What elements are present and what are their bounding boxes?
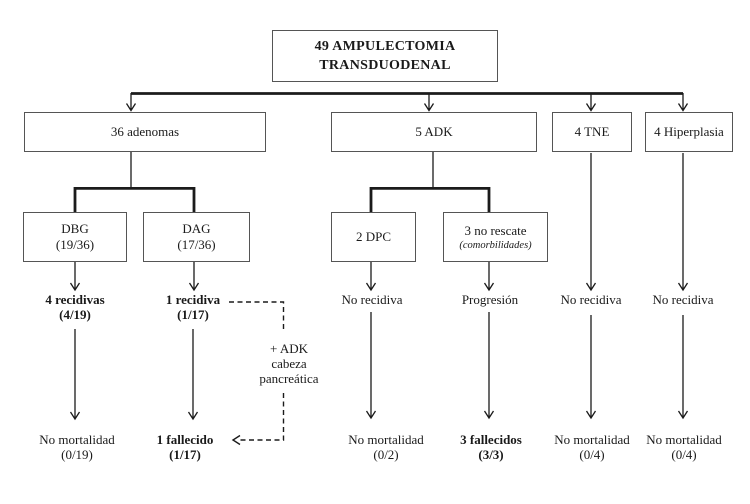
outcome-line: No mortalidad [646,432,722,447]
arrow-norecidiva-to-mortalidad-dpc [365,312,377,420]
node-tne: 4 TNE [552,112,632,152]
node-adk: 5 ADK [331,112,537,152]
adenomas-bracket [73,187,196,212]
no-rescate-label-line1: 3 no rescate [464,222,527,238]
annotation-adk-cabeza-pancreatica: + ADK cabeza pancreática [259,341,318,386]
arrow-to-adenomas [125,93,137,112]
dashed-link-bottom [238,393,285,441]
outcome-line: (0/2) [373,447,399,462]
dag-label-line1: DAG [182,221,211,236]
node-no-rescate: 3 no rescate (comorbilidades) [443,212,548,262]
outcome-line: (0/4) [671,447,697,462]
outcome-mortalidad-dbg: No mortalidad (0/19) [39,432,114,462]
arrow-hiperplasia-to-norecidiva [677,153,689,292]
outcome-line: No mortalidad [554,432,630,447]
outcome-recidivas-dbg: 4 recidivas (4/19) [45,292,104,322]
outcome-recidiva-dag: 1 recidiva (1/17) [166,292,220,322]
adk-bracket [369,187,491,212]
dag-label-line2: (17/36) [177,237,216,252]
outcome-progresion: Progresión [462,292,518,307]
arrow-to-adk [423,93,435,112]
root-label-line2: TRANSDUODENAL [319,58,451,73]
no-rescate-label-line2: (comorbilidades) [459,239,532,251]
adk-label: 5 ADK [415,124,453,139]
arrow-norecidiva-to-mortalidad-hiperplasia [677,315,689,420]
outcome-line: No recidiva [560,292,622,307]
outcome-norecidiva-dpc: No recidiva [341,292,402,307]
outcome-line: 4 recidivas [45,292,105,307]
dbg-label-line1: DBG [61,221,89,236]
annotation-line3: pancreática [259,371,319,386]
outcome-line: (0/19) [61,447,93,462]
root-label-line1: 49 AMPULECTOMIA [314,39,456,54]
outcome-line: (3/3) [478,447,504,462]
outcome-line: No recidiva [652,292,714,307]
node-hiperplasia: 4 Hiperplasia [645,112,733,152]
dpc-label: 2 DPC [355,229,392,244]
arrow-recidiva-to-fallecido [187,329,199,421]
outcome-fallecidos-rescate: 3 fallecidos (3/3) [460,432,522,462]
hiperplasia-label: 4 Hiperplasia [654,124,724,139]
outcome-line: (4/19) [59,307,91,322]
outcome-mortalidad-dpc: No mortalidad (0/2) [348,432,423,462]
tne-label: 4 TNE [574,124,610,139]
outcome-mortalidad-tne: No mortalidad (0/4) [554,432,629,462]
adenomas-label: 36 adenomas [110,124,180,139]
outcome-norecidiva-tne: No recidiva [560,292,621,307]
arrow-to-hiperplasia [677,93,689,112]
arrow-dbg-to-recidivas [69,262,81,292]
arrow-dag-to-recidiva [188,262,200,292]
dbg-label-line2: (19/36) [55,237,95,252]
outcome-line: 1 recidiva [165,292,221,307]
arrow-norecidiva-to-mortalidad-tne [585,315,597,420]
outcome-line: No mortalidad [39,432,115,447]
arrow-rescate-to-progresion [483,262,495,292]
node-dag: DAG (17/36) [143,212,250,262]
outcome-line: (1/17) [169,447,201,462]
outcome-line: Progresión [461,292,519,307]
outcome-line: No mortalidad [348,432,424,447]
arrow-tne-to-norecidiva [585,153,597,292]
arrow-progresion-to-fallecidos [483,312,495,420]
outcome-line: 3 fallecidos [460,432,522,447]
outcome-norecidiva-hiperplasia: No recidiva [652,292,713,307]
outcome-line: No recidiva [341,292,403,307]
node-adenomas: 36 adenomas [24,112,266,152]
dashed-arrowhead-left [231,434,241,446]
outcome-line: (1/17) [177,307,209,322]
arrow-dpc-to-norecidiva [365,262,377,292]
dashed-link-top [229,301,285,330]
node-root: 49 AMPULECTOMIA TRANSDUODENAL [272,30,498,82]
node-dbg: DBG (19/36) [23,212,127,262]
arrow-to-tne [585,93,597,112]
outcome-fallecido-dag: 1 fallecido (1/17) [157,432,214,462]
annotation-line2: cabeza [271,356,307,371]
outcome-line: 1 fallecido [156,432,214,447]
annotation-line1: + ADK [269,341,309,356]
node-dpc: 2 DPC [331,212,416,262]
outcome-line: (0/4) [579,447,605,462]
arrow-recidivas-to-mortalidad [69,329,81,421]
outcome-mortalidad-hiperplasia: No mortalidad (0/4) [646,432,721,462]
